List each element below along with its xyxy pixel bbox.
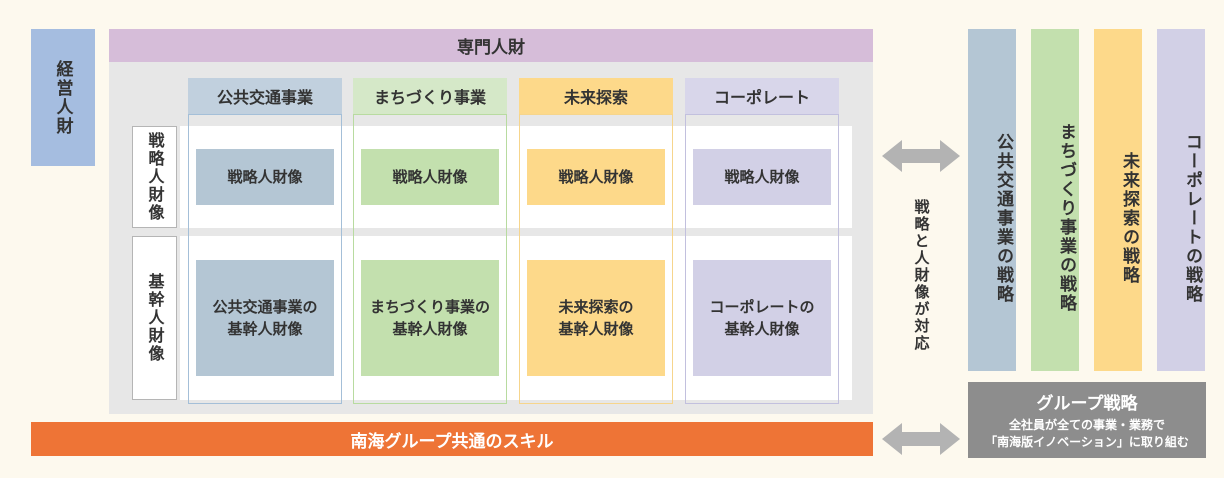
strategy-label: 未来探索の戦略 xyxy=(1119,151,1139,285)
box-text-line: 基幹人財像 xyxy=(724,320,800,338)
column-header-label: コーポレート xyxy=(713,88,810,107)
core-box-corporate: コーポレートの 基幹人財像 xyxy=(693,260,831,376)
strategic-box-town-development: 戦略人財像 xyxy=(361,149,499,205)
core-box-future-exploration: 未来探索の 基幹人財像 xyxy=(527,260,665,376)
common-skills-bar: 南海グループ共通のスキル xyxy=(31,422,873,456)
strategy-correspondence-text: 戦略と人財像が対応 xyxy=(912,198,931,352)
strategy-label: 公共交通事業の戦略 xyxy=(993,132,1013,304)
box-text: 戦略人財像 xyxy=(724,167,800,186)
strategy-public-transport: 公共交通事業の戦略 xyxy=(968,29,1016,371)
row-label-strategic: 戦略人財像 xyxy=(132,126,177,228)
column-header-label: 公共交通事業 xyxy=(216,88,313,107)
professional-talent-header: 専門人財 xyxy=(109,29,873,62)
column-outline-public-transport xyxy=(188,114,342,404)
group-strategy-box: グループ戦略 全社員が全ての事業・業務で 「南海版イノベーション」に取り組む xyxy=(968,382,1206,458)
column-header-public-transport: 公共交通事業 xyxy=(188,78,342,114)
row-label-text: 基幹人財像 xyxy=(145,273,165,363)
strategy-town-development: まちづくり事業の戦略 xyxy=(1031,29,1079,371)
strategy-correspondence-label: 戦略と人財像が対応 xyxy=(902,180,942,370)
double-arrow-icon xyxy=(882,140,960,172)
column-header-future-exploration: 未来探索 xyxy=(519,78,673,114)
box-text: 戦略人財像 xyxy=(558,167,634,186)
box-text: 戦略人財像 xyxy=(227,167,303,186)
strategy-label: コーポレートの戦略 xyxy=(1182,132,1202,304)
strategy-future-exploration: 未来探索の戦略 xyxy=(1094,29,1142,371)
management-talent-label: 経営人財 xyxy=(52,59,73,136)
group-strategy-line1: 全社員が全ての事業・業務で xyxy=(1008,417,1165,432)
strategic-box-public-transport: 戦略人財像 xyxy=(196,149,334,205)
box-text-line: 未来探索の xyxy=(558,297,634,316)
common-skills-label: 南海グループ共通のスキル xyxy=(350,431,554,452)
box-text: 戦略人財像 xyxy=(392,167,468,186)
group-strategy-title: グループ戦略 xyxy=(1036,393,1138,414)
column-outline-town-development xyxy=(353,114,507,404)
column-header-label: まちづくり事業 xyxy=(373,88,486,107)
column-header-town-development: まちづくり事業 xyxy=(353,78,507,114)
core-box-town-development: まちづくり事業の 基幹人財像 xyxy=(361,260,499,376)
column-header-label: 未来探索 xyxy=(563,88,628,107)
row-label-text: 戦略人財像 xyxy=(145,132,165,222)
strategy-label: まちづくり事業の戦略 xyxy=(1056,123,1076,313)
row-label-core: 基幹人財像 xyxy=(132,236,177,400)
box-text-line: 公共交通事業の xyxy=(212,297,318,316)
strategic-box-future-exploration: 戦略人財像 xyxy=(527,149,665,205)
box-text-line: 基幹人財像 xyxy=(227,320,303,338)
box-text-line: 基幹人財像 xyxy=(558,320,634,338)
box-text-line: コーポレートの xyxy=(709,297,815,316)
box-text-line: 基幹人財像 xyxy=(392,320,468,338)
column-outline-corporate xyxy=(685,114,839,404)
core-box-public-transport: 公共交通事業の 基幹人財像 xyxy=(196,260,334,376)
box-text-line: まちづくり事業の xyxy=(369,297,490,316)
column-header-corporate: コーポレート xyxy=(685,78,839,114)
strategy-corporate: コーポレートの戦略 xyxy=(1157,29,1205,371)
strategic-box-corporate: 戦略人財像 xyxy=(693,149,831,205)
group-strategy-line2: 「南海版イノベーション」に取り組む xyxy=(985,435,1189,449)
column-outline-future-exploration xyxy=(519,114,673,404)
professional-talent-label: 専門人財 xyxy=(457,38,525,58)
double-arrow-icon xyxy=(882,423,960,455)
management-talent-box: 経営人財 xyxy=(31,29,95,166)
